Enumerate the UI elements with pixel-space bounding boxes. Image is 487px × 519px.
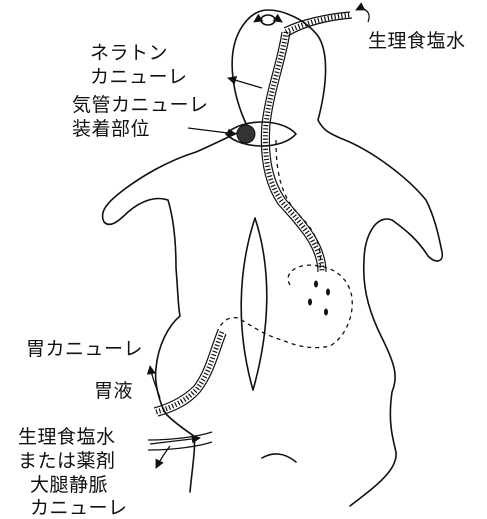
nelaton-cannula-tube — [261, 32, 326, 272]
stomach-outline — [218, 265, 352, 348]
label-saline-bottom-line1: 生理食塩水 — [18, 426, 116, 448]
abdominal-incision — [241, 218, 267, 390]
label-saline-top: 生理食塩水 — [368, 30, 466, 52]
gastric-cannula-tube — [154, 330, 226, 416]
saline-top-arrow — [356, 9, 369, 22]
label-trach-line2: 装着部位 — [72, 118, 150, 140]
label-gastric-juice: 胃液 — [94, 380, 133, 402]
trachea-stoma — [237, 125, 255, 143]
label-saline-bottom-line2: または薬剤 — [18, 450, 116, 472]
label-nelaton-line1: ネラトン — [90, 42, 168, 64]
leg-divider — [262, 454, 296, 462]
label-femoral-line1: 大腿静脈 — [30, 474, 108, 496]
label-trach-line1: 気管カニューレ — [72, 94, 209, 116]
label-gastric-cannula: 胃カニューレ — [26, 338, 143, 360]
nasal-arrow-right — [276, 18, 282, 22]
nelaton-external-tube — [284, 12, 352, 36]
nasal-arrow-left — [254, 18, 260, 22]
body-outline-left — [103, 128, 249, 492]
label-nelaton-line2: カニューレ — [90, 66, 188, 88]
stomach-fluid-drops — [308, 281, 330, 316]
nasal-connector — [261, 15, 275, 25]
